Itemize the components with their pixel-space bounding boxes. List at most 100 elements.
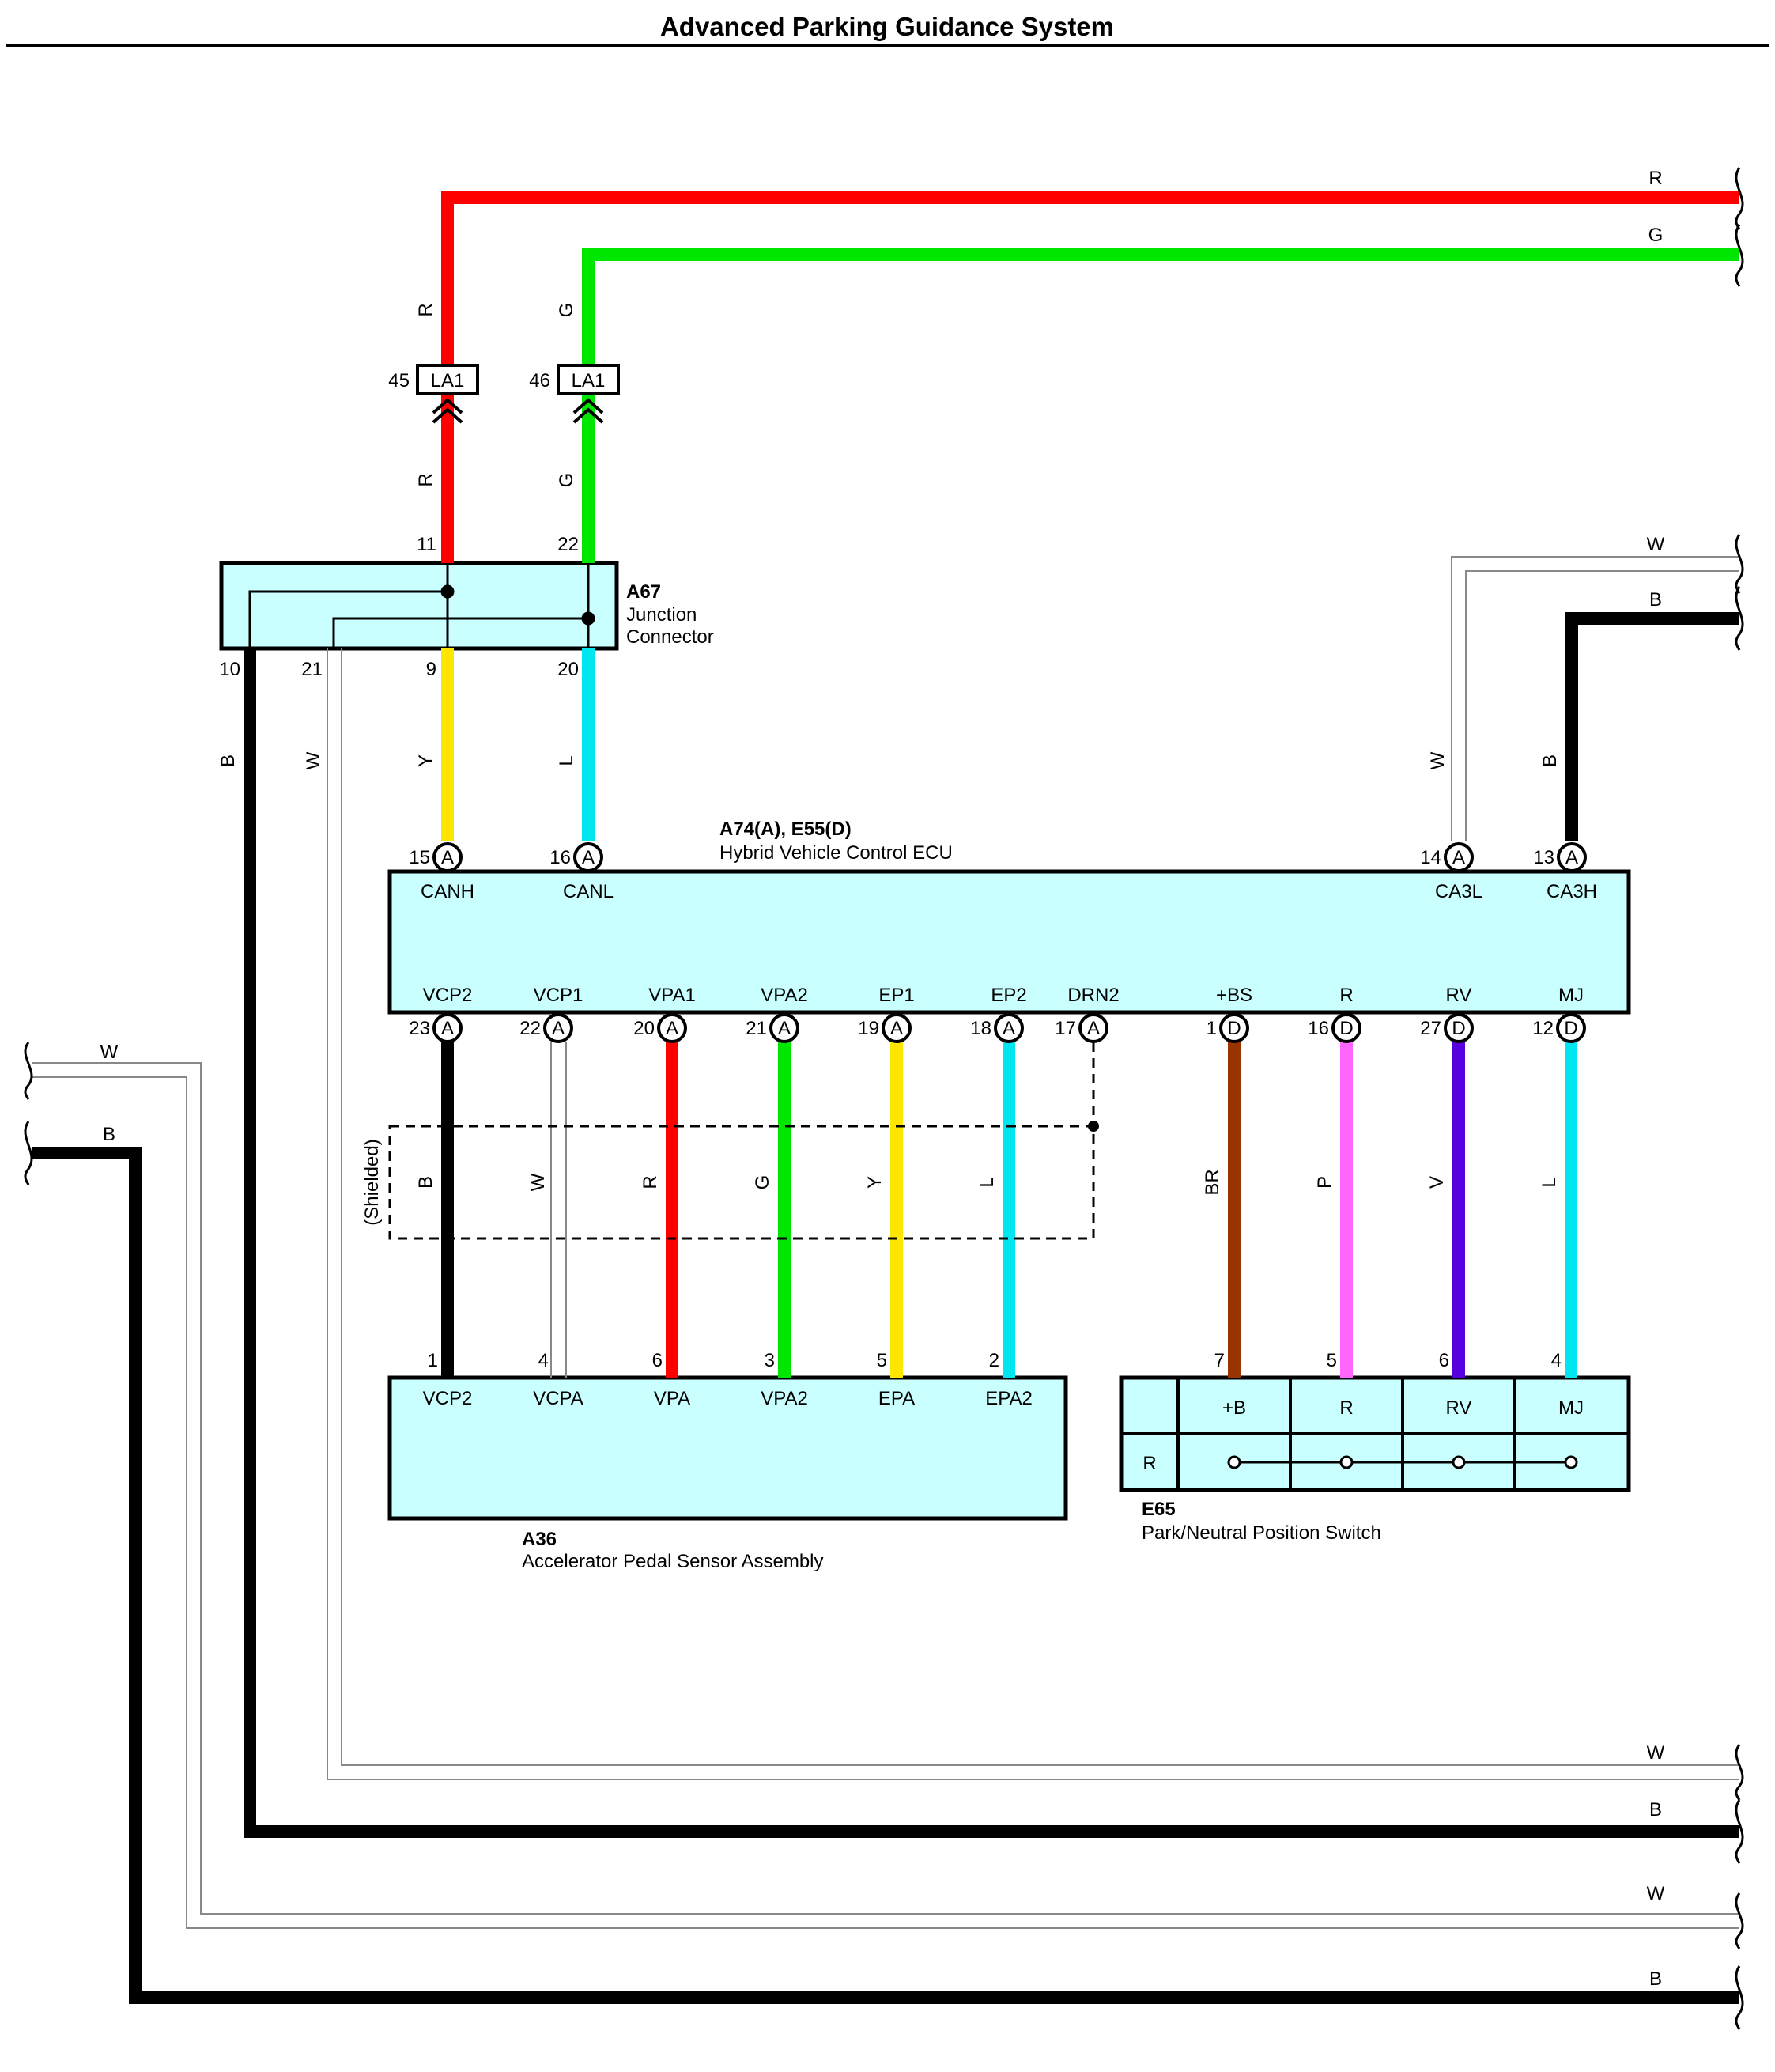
code-r-top: R — [1648, 168, 1662, 189]
pn-label-plus-b: +B — [1222, 1397, 1246, 1419]
code-w-right-top: W — [1647, 534, 1665, 555]
la1-left-pin: 45 — [388, 370, 410, 391]
junction-id: A67 — [626, 581, 661, 603]
ecu-top-pin-ca3h-num: 13 — [1533, 847, 1554, 868]
ecu-bottom-pin-vpa1: A 20 — [633, 1013, 687, 1043]
ecu-top-label-canh: CANH — [421, 881, 474, 902]
pn-switch-grid — [1121, 1378, 1629, 1490]
code-w-bot1: W — [1647, 1742, 1665, 1764]
break-b-bot1 — [1735, 1799, 1744, 1864]
ecu-bottom-pin-plus-bs: D1 — [1207, 1013, 1249, 1043]
break-w-bot1 — [1735, 1744, 1744, 1801]
ecu-bottom-pin-mj-num: 12 — [1532, 1018, 1554, 1039]
code-r-b: R — [415, 473, 436, 486]
ecu-bottom-pin-vcp1: A 22 — [519, 1013, 573, 1043]
code-g-top: G — [556, 303, 577, 318]
break-b-bot2 — [1735, 1965, 1744, 2030]
inline-connector-la1-right — [557, 364, 620, 424]
ecu-bottom-pin-r-conn: D — [1339, 1018, 1353, 1039]
ecu-bottom-pin-vcp1-conn: A — [552, 1018, 565, 1039]
ecu-bottom-pin-vcp2-num: 23 — [409, 1018, 430, 1039]
pn-label-r: R — [1339, 1397, 1353, 1419]
code-b-ca3h: B — [1539, 754, 1561, 767]
ecu-bottom-pin-ep1-num: 19 — [858, 1018, 879, 1039]
pedal-pin-4: 4 — [538, 1350, 549, 1371]
wire-w-ca3l — [1451, 556, 1739, 841]
ecu-bottom-pin-vcp2: A 23 — [409, 1013, 463, 1043]
code-w-ca3l: W — [1427, 751, 1448, 769]
code-b-bot1: B — [1649, 1799, 1662, 1821]
ecu-bottom-pin-vcp1-num: 22 — [519, 1018, 541, 1039]
pn-id: E65 — [1142, 1499, 1176, 1520]
shield-drain-dot — [1088, 1121, 1099, 1132]
ecu-bottom-label-r: R — [1339, 985, 1353, 1006]
ecu-bottom-pin-mj-conn: D — [1564, 1018, 1577, 1039]
ecu-bottom-label-mj: MJ — [1558, 985, 1584, 1006]
ecu-top-pin-canl-num: 16 — [549, 847, 571, 868]
code-b-right-top: B — [1649, 589, 1662, 611]
code-s-w: W — [527, 1173, 549, 1191]
ecu-top-pin-ca3h: A13 — [1533, 842, 1587, 872]
junction-pin-22: 22 — [557, 534, 579, 555]
pn-name: Park/Neutral Position Switch — [1142, 1522, 1381, 1544]
pedal-pin-1: 1 — [428, 1350, 438, 1371]
pn-pin-7: 7 — [1214, 1350, 1225, 1371]
code-d-l: L — [1539, 1177, 1560, 1187]
ecu-bottom-pin-plus-bs-conn: D — [1227, 1018, 1241, 1039]
wire-b-ca3h — [1565, 612, 1739, 841]
code-s-r: R — [640, 1175, 661, 1189]
code-w-bot2: W — [1647, 1883, 1665, 1904]
ecu-bottom-label-vpa1: VPA1 — [648, 985, 696, 1006]
pedal-label-vpa: VPA — [654, 1388, 690, 1409]
ecu-bottom-pin-drn2-num: 17 — [1055, 1018, 1076, 1039]
ecu-id: A74(A), E55(D) — [719, 819, 852, 840]
junction-pin-9: 9 — [426, 659, 436, 680]
ecu-bottom-pin-vpa1-conn: A — [666, 1018, 678, 1039]
code-s-g: G — [752, 1175, 773, 1190]
break-r-top — [1735, 167, 1744, 230]
shield-box — [388, 1042, 1095, 1240]
ecu-bottom-pin-r-num: 16 — [1308, 1018, 1329, 1039]
ecu-top-pin-ca3l-num: 14 — [1420, 847, 1441, 868]
ecu-top-pin-canh: A 15 — [409, 842, 463, 872]
pn-pin-5: 5 — [1327, 1350, 1337, 1371]
pn-pin-4: 4 — [1551, 1350, 1562, 1371]
ecu-bottom-pin-vpa2-num: 21 — [746, 1018, 767, 1039]
ecu-top-pin-canh-conn: A — [441, 847, 454, 868]
ecu-bottom-pin-rv-num: 27 — [1420, 1018, 1441, 1039]
code-d-v: V — [1426, 1176, 1448, 1189]
wire-g-top — [582, 248, 1739, 563]
code-y-junc: Y — [415, 754, 436, 767]
ecu-top-label-canl: CANL — [563, 881, 614, 902]
break-b-left — [24, 1121, 33, 1185]
ecu-bottom-pin-vpa1-num: 20 — [633, 1018, 655, 1039]
code-l-junc: L — [556, 755, 577, 766]
ecu-bottom-pin-ep1-conn: A — [890, 1018, 903, 1039]
wire-r-top — [441, 191, 1739, 563]
ecu-bottom-pin-vcp2-conn: A — [441, 1018, 454, 1039]
wire-w-junction — [327, 648, 1739, 1780]
ecu-bottom-pin-vpa2-conn: A — [778, 1018, 791, 1039]
ecu-bottom-label-vpa2: VPA2 — [761, 985, 808, 1006]
inline-connector-la1-left — [416, 364, 479, 424]
junction-pin-11: 11 — [417, 534, 436, 555]
junction-pin-10: 10 — [219, 659, 240, 680]
pedal-pin-2: 2 — [989, 1350, 999, 1371]
ecu-bottom-pin-rv: D27 — [1420, 1013, 1474, 1043]
ecu-bottom-label-plus-bs: +BS — [1216, 985, 1252, 1006]
ecu-bottom-pin-plus-bs-num: 1 — [1207, 1018, 1217, 1039]
pn-label-mj: MJ — [1558, 1397, 1584, 1419]
ecu-top-pin-canh-num: 15 — [409, 847, 430, 868]
ecu-bottom-pin-mj: D 12 — [1532, 1013, 1586, 1043]
ecu-bottom-label-ep1: EP1 — [878, 985, 914, 1006]
ecu-box — [387, 869, 1631, 1015]
pn-pin-6: 6 — [1439, 1350, 1449, 1371]
junction-pin-21: 21 — [301, 659, 323, 680]
ecu-bottom-label-rv: RV — [1446, 985, 1472, 1006]
code-g-top: G — [1648, 225, 1664, 246]
pn-switch-contact-line — [1227, 1455, 1578, 1469]
